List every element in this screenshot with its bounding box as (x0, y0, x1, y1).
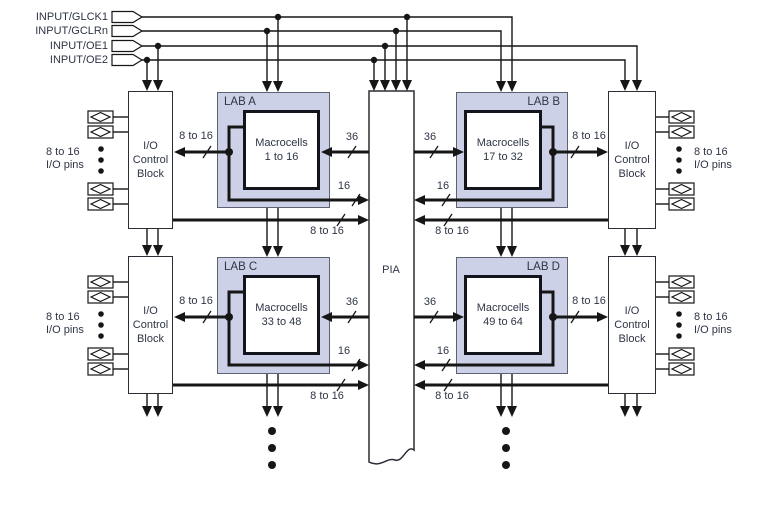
bus-label-36: 36 (423, 131, 437, 143)
global-input-nets (142, 13, 642, 92)
bus-label-8to16: 8 to 16 (435, 225, 469, 237)
lab-a-title: LAB A (224, 96, 256, 108)
macrocells-d-label: Macrocells (476, 302, 530, 314)
bus-label-36: 36 (345, 296, 359, 308)
io-block-label: Block (618, 333, 646, 345)
bus-label-16: 16 (337, 345, 351, 357)
macrocells-d-range: 49 to 64 (483, 316, 523, 328)
input-label-gclrn: INPUT/GCLRn (35, 25, 108, 37)
input-label-oe2: INPUT/OE2 (49, 54, 108, 66)
io-cell-icons-right (656, 110, 695, 376)
io-block-label: Control (614, 319, 650, 331)
bus-label-8to16: 8 to 16 (572, 295, 606, 307)
macrocells-c-range: 33 to 48 (261, 316, 302, 328)
bus-label-8to16: 8 to 16 (179, 130, 213, 142)
io-block-label: Block (618, 168, 646, 180)
io-pins-word: I/O pins (46, 324, 84, 336)
io-pins-caption: 8 to 16 I/O pins (694, 311, 732, 337)
io-pins-caption: 8 to 16 I/O pins (46, 146, 84, 172)
io-block-label: I/O (624, 305, 640, 317)
io-pins-word: I/O pins (46, 159, 84, 171)
pia-block (368, 90, 415, 465)
bus-label-16: 16 (337, 180, 351, 192)
io-block-label: Control (132, 154, 169, 166)
macrocells-b-label: Macrocells (476, 137, 530, 149)
io-control-block-bottom-right: I/O Control Block (608, 256, 656, 394)
bus-label-36: 36 (423, 296, 437, 308)
macrocells-a: Macrocells 1 to 16 (243, 110, 320, 190)
io-block-label: Block (137, 168, 164, 180)
lab-d-title: LAB D (526, 261, 560, 273)
macrocells-c-label: Macrocells (255, 302, 308, 314)
io-block-label: Control (614, 154, 650, 166)
junction-dots (143, 13, 411, 64)
pin-ellipsis-dots (98, 146, 682, 339)
macrocells-c: Macrocells 33 to 48 (243, 275, 320, 355)
continuation-dots (268, 427, 510, 469)
io-pins-caption: 8 to 16 I/O pins (694, 146, 732, 172)
input-port-icons (111, 10, 144, 67)
input-label-glck1: INPUT/GLCK1 (35, 11, 108, 23)
io-cell-icons-left (87, 110, 128, 376)
bus-label-8to16: 8 to 16 (179, 295, 213, 307)
lab-b-title: LAB B (527, 96, 560, 108)
io-pins-count: 8 to 16 (46, 311, 80, 323)
bus-label-16: 16 (436, 180, 450, 192)
io-pins-count: 8 to 16 (694, 146, 728, 158)
io-control-block-bottom-left: I/O Control Block (128, 256, 173, 394)
io-control-block-top-left: I/O Control Block (128, 91, 173, 229)
input-label-oe1: INPUT/OE1 (49, 40, 108, 52)
io-pins-word: I/O pins (694, 324, 732, 336)
bus-label-36: 36 (345, 131, 359, 143)
io-pins-word: I/O pins (694, 159, 732, 171)
bus-label-8to16: 8 to 16 (310, 390, 344, 402)
macrocells-b-range: 17 to 32 (483, 151, 523, 163)
row-to-row-nets (142, 208, 642, 257)
macrocells-b: Macrocells 17 to 32 (464, 110, 542, 190)
io-block-label: Control (132, 319, 169, 331)
bus-label-8to16: 8 to 16 (310, 225, 344, 237)
io-control-block-top-right: I/O Control Block (608, 91, 656, 229)
io-block-label: I/O (143, 140, 158, 152)
lab-c-title: LAB C (224, 261, 258, 273)
bottom-continuation-nets (142, 374, 642, 469)
io-block-label: I/O (143, 305, 158, 317)
bus-label-8to16: 8 to 16 (572, 130, 606, 142)
io-pins-count: 8 to 16 (694, 311, 728, 323)
bus-label-16: 16 (436, 345, 450, 357)
macrocells-a-label: Macrocells (255, 137, 308, 149)
io-pins-count: 8 to 16 (46, 146, 80, 158)
macrocells-a-range: 1 to 16 (264, 151, 299, 163)
io-block-label: Block (137, 333, 164, 345)
io-pins-caption: 8 to 16 I/O pins (46, 311, 84, 337)
pia-label: PIA (382, 264, 400, 276)
down-arrow-icons (142, 80, 642, 92)
io-block-label: I/O (624, 140, 640, 152)
bus-label-8to16: 8 to 16 (435, 390, 469, 402)
macrocells-d: Macrocells 49 to 64 (464, 275, 542, 355)
